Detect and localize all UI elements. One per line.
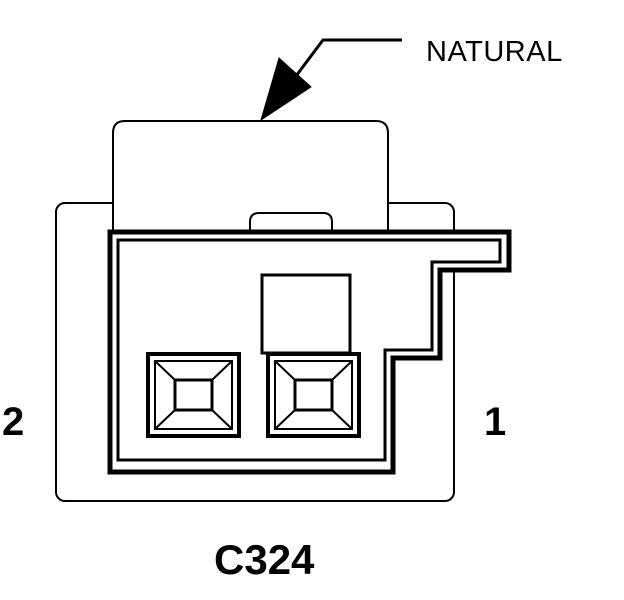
connector-latch bbox=[112, 120, 389, 234]
connector-id-label: C324 bbox=[214, 536, 315, 583]
color-leader-arrow bbox=[260, 38, 402, 122]
pin-2-label: 2 bbox=[2, 400, 25, 444]
pin-1-label: 1 bbox=[484, 400, 507, 444]
latch-bump bbox=[249, 212, 333, 234]
pin-1-cavity bbox=[266, 352, 361, 438]
wire-color-label: NATURAL bbox=[426, 36, 563, 68]
pin-2-cavity bbox=[146, 352, 241, 438]
keying-block bbox=[260, 273, 352, 355]
